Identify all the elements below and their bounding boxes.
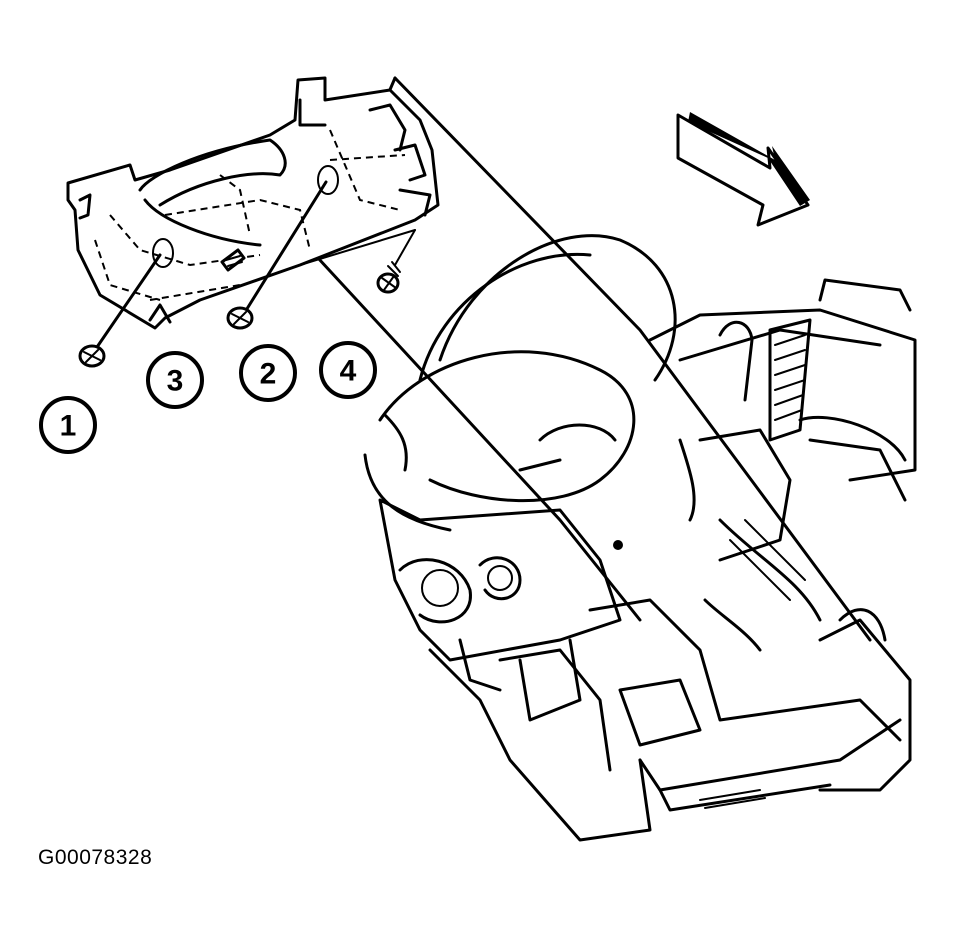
- callout-3: 3: [146, 351, 204, 409]
- figure-id-label: G00078328: [38, 846, 153, 869]
- bolt-4: [376, 229, 416, 294]
- bolt-2: [226, 180, 328, 330]
- callout-2: 2: [239, 344, 297, 402]
- callout-2-label: 2: [260, 358, 277, 391]
- bolt-1: [78, 253, 162, 368]
- callout-1-label: 1: [60, 410, 77, 443]
- callout-4: 4: [319, 341, 377, 399]
- callout-1: 1: [39, 396, 97, 454]
- callout-4-label: 4: [340, 355, 357, 388]
- callout-3-label: 3: [167, 365, 184, 398]
- bolt-3: [220, 248, 246, 272]
- knee-bolster-panel: [66, 76, 440, 330]
- forward-arrow-icon: [676, 112, 810, 227]
